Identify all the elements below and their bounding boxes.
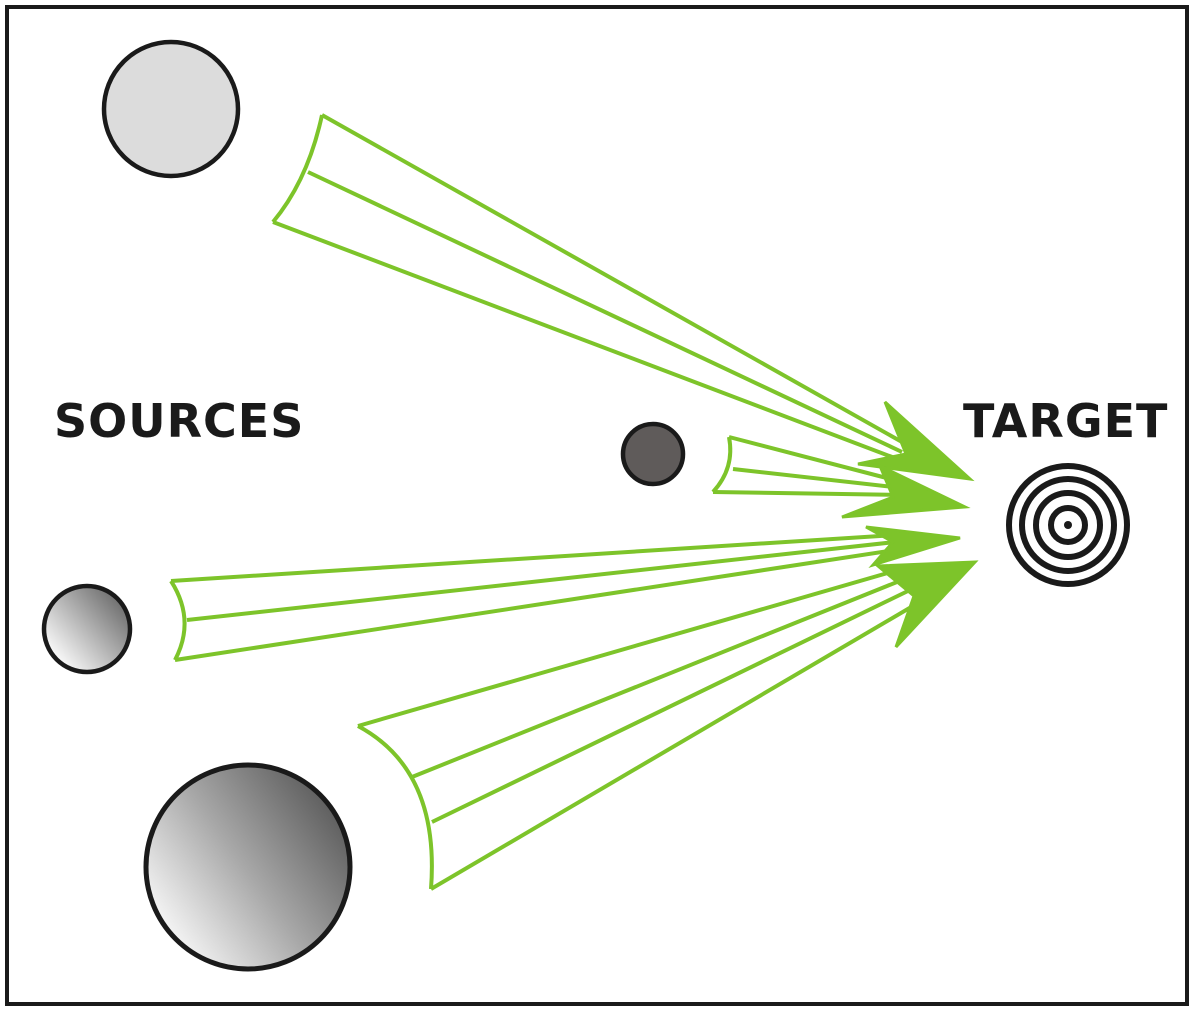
source-top [101, 39, 241, 179]
source-left [41, 583, 133, 675]
beam-left [169, 525, 961, 662]
beam-bottom [357, 560, 979, 891]
target-label: TARGET [963, 394, 1168, 448]
beam-middle [711, 435, 971, 519]
source-bottom [143, 762, 353, 972]
bullseye-icon [1006, 463, 1130, 587]
source-middle [620, 421, 686, 487]
beam-top [271, 113, 975, 482]
sources-label: SOURCES [54, 394, 304, 448]
